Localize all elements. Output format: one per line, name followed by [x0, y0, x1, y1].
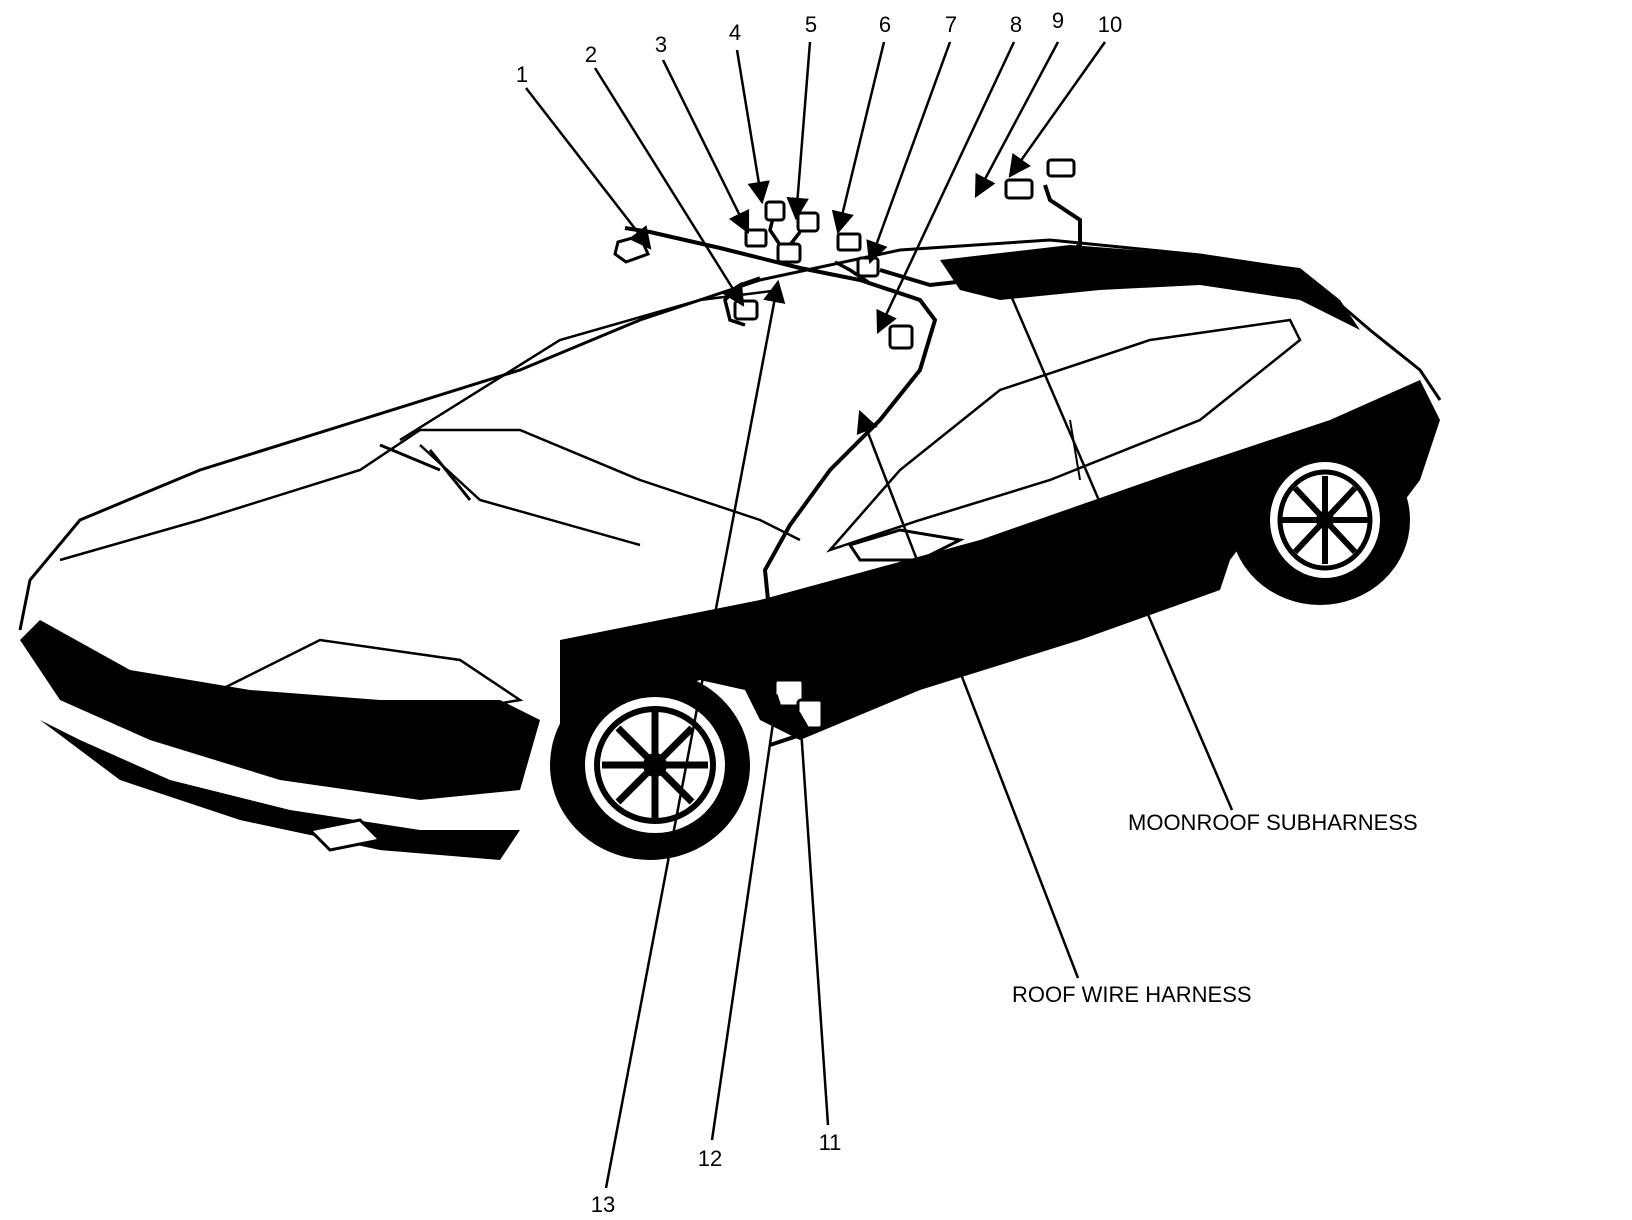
moonroof-subharness-label: MOONROOF SUBHARNESS [1128, 810, 1418, 835]
car-fog-light [306, 818, 384, 852]
connector-5 [796, 211, 820, 233]
car-hood [59, 428, 801, 562]
harness-branch-7 [834, 260, 869, 284]
leader-8 [876, 41, 1016, 335]
roof-wire-harness-path [624, 184, 1082, 747]
callout-1: 1 [516, 62, 528, 87]
callout-6: 6 [879, 12, 891, 37]
car-roof-rear [940, 245, 1360, 330]
car-grille-bars [97, 684, 216, 739]
callout-12: 12 [698, 1146, 722, 1171]
connector-2 [733, 299, 759, 321]
leader-7 [866, 41, 952, 265]
connector-4 [764, 200, 786, 222]
leader-10 [1008, 41, 1107, 178]
connector-3 [744, 228, 768, 248]
car-headlight [216, 638, 524, 722]
car-illustration [18, 238, 1442, 860]
connector-6 [836, 232, 862, 252]
callout-3: 3 [655, 32, 667, 57]
callout-11: 11 [819, 1130, 842, 1155]
callout-13: 13 [591, 1192, 615, 1217]
connector-10b [1046, 158, 1076, 178]
car-body-outline [18, 238, 1442, 631]
harness-main-run [624, 226, 938, 747]
leader-roof-wire-harness [856, 409, 1080, 979]
callout-numbers: 1 2 3 4 5 6 7 8 9 10 11 12 13 [516, 8, 1122, 1217]
leader-4 [735, 49, 770, 205]
roof-wire-harness-label: ROOF WIRE HARNESS [1012, 982, 1252, 1007]
connector-8 [888, 324, 914, 350]
leader-lines [525, 41, 1234, 1189]
harness-moonroof-run [879, 184, 1082, 288]
leader-6 [831, 41, 886, 235]
callout-7: 7 [945, 12, 957, 37]
leader-12 [710, 693, 786, 1141]
leader-9 [974, 41, 1060, 198]
callout-2: 2 [585, 42, 597, 67]
callout-9: 9 [1052, 8, 1064, 33]
callout-5: 5 [805, 12, 817, 37]
callout-10: 10 [1098, 12, 1122, 37]
connector-7 [856, 256, 880, 278]
car-front-lower [40, 720, 520, 860]
rear-wheel [1230, 435, 1410, 605]
front-wheel [550, 670, 750, 860]
car-mirror [847, 528, 965, 562]
leader-13 [604, 279, 786, 1189]
leader-3 [661, 59, 750, 235]
leader-5 [786, 41, 812, 221]
leader-1 [525, 87, 652, 250]
car-side-windows [826, 318, 1302, 553]
car-grille [88, 668, 232, 742]
callout-8: 8 [1010, 12, 1022, 37]
leader-11 [790, 711, 830, 1126]
leader-2 [593, 67, 745, 307]
car-wipers [379, 443, 472, 501]
car-b-pillar [1069, 419, 1081, 481]
connector-10a [1004, 178, 1034, 200]
leader-moonroof-subharness [997, 267, 1234, 811]
connector-5b [776, 242, 802, 264]
callout-4: 4 [729, 20, 741, 45]
